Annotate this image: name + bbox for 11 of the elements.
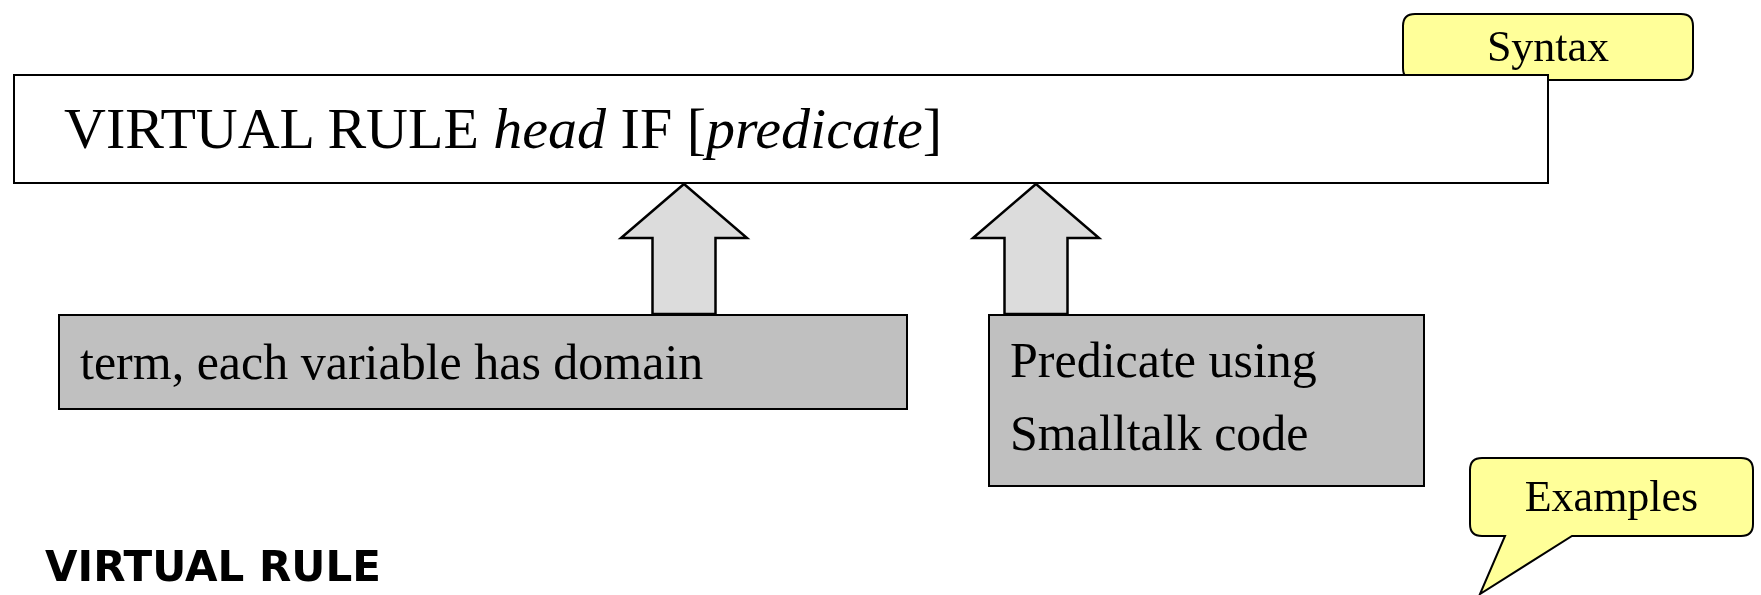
block-arrow — [617, 182, 751, 316]
note-text: Predicate using Smalltalk code — [1010, 331, 1318, 463]
syntax-text: VIRTUAL RULE head IF [predicate] — [64, 97, 943, 161]
note-box — [988, 314, 1425, 487]
syntax-box — [13, 74, 1549, 184]
block-arrow — [969, 182, 1103, 316]
callout-label: Syntax — [1485, 22, 1611, 72]
heading: VIRTUAL RULE — [45, 546, 381, 588]
callout-label: Examples — [1523, 472, 1700, 522]
note-box — [58, 314, 908, 410]
note-text: term, each variable has domain — [80, 334, 704, 390]
